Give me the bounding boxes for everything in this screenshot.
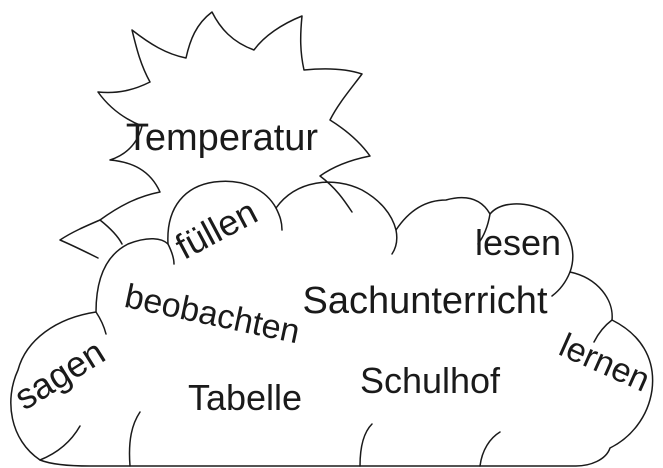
- sun-left-rays: [59, 219, 101, 259]
- word-temperatur: Temperatur: [126, 117, 319, 159]
- word-beobachten: beobachten: [121, 277, 303, 351]
- cloud-inner-lines: [39, 207, 613, 467]
- word-fuellen: füllen: [169, 191, 264, 268]
- word-lesen: lesen: [475, 222, 561, 263]
- word-sachunterricht: Sachunterricht: [302, 280, 547, 322]
- word-sagen: sagen: [7, 331, 112, 418]
- cloud-outline: [10, 180, 654, 467]
- word-schulhof: Schulhof: [360, 360, 501, 401]
- word-tabelle: Tabelle: [188, 377, 302, 418]
- word-lernen: lernen: [554, 326, 656, 399]
